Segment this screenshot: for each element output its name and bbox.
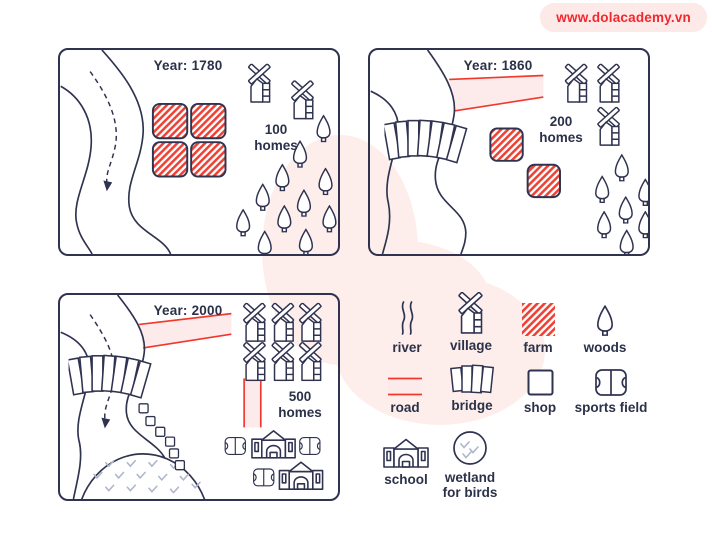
legend-item-woods: woods: [570, 296, 640, 355]
legend-label: road: [390, 400, 420, 415]
homes-count-1780: 100 homes: [254, 122, 298, 153]
school-icon: [383, 438, 429, 468]
legend-item-bridge: bridge: [437, 364, 507, 413]
map-2000-title: Year: 2000: [153, 303, 223, 318]
shop-square-icon: [527, 369, 553, 396]
wetland-for-birds: [80, 453, 206, 499]
road-icon: [388, 377, 422, 396]
map-2000-panel: Year: 2000 500 homes: [58, 293, 340, 501]
legend-item-wetland: wetland for birds: [438, 430, 502, 500]
legend-item-school: school: [371, 432, 441, 487]
homes-count-1860: 200 homes: [539, 114, 583, 145]
legend-label: woods: [583, 340, 627, 355]
legend-label: farm: [523, 340, 553, 355]
legend-item-sports-field: sports field: [565, 366, 657, 415]
map-1860-title: Year: 1860: [463, 58, 533, 73]
map-1780-title: Year: 1780: [153, 58, 223, 73]
river: [370, 50, 467, 254]
bridge-icon: [450, 364, 494, 394]
sports-fields-and-schools: [224, 430, 324, 490]
road: [449, 74, 544, 112]
windmill-icon: [457, 292, 484, 334]
river: [60, 50, 172, 254]
legend-label: village: [449, 338, 493, 353]
legend-label: wetland for birds: [442, 470, 498, 500]
tree-icon: [597, 305, 613, 336]
river-flow-arrow: [89, 71, 118, 192]
website-badge[interactable]: www.dolacademy.vn: [540, 3, 707, 32]
legend-label: school: [384, 472, 428, 487]
legend-label: shop: [523, 400, 557, 415]
legend-item-river: river: [372, 296, 442, 355]
farm-fields: [151, 102, 227, 178]
legend-item-village: village: [436, 292, 506, 353]
map-2000-drawing: [60, 295, 324, 499]
legend-label: bridge: [451, 398, 493, 413]
map-1860-panel: Year: 1860 200 homes: [368, 48, 650, 256]
bridge: [68, 354, 152, 399]
road: [139, 312, 232, 349]
legend-label: sports field: [574, 400, 648, 415]
homes-count-2000: 500 homes: [278, 389, 322, 420]
river-icon: [401, 301, 414, 335]
sports-field-icon: [595, 369, 627, 396]
legend-label: river: [392, 340, 422, 355]
map-1860-drawing: [370, 50, 648, 254]
wetland-icon: [453, 431, 487, 465]
map-1780-panel: Year: 1780 100 homes: [58, 48, 340, 256]
woods-cluster: [595, 154, 648, 254]
new-road: [243, 378, 262, 428]
legend-item-road: road: [370, 366, 440, 415]
bridge: [384, 119, 468, 164]
farm-fields: [489, 127, 561, 199]
legend-item-shop: shop: [505, 366, 575, 415]
map-1780-drawing: [60, 50, 337, 254]
farm-hatch-icon: [521, 303, 555, 336]
legend-item-farm: farm: [503, 296, 573, 355]
